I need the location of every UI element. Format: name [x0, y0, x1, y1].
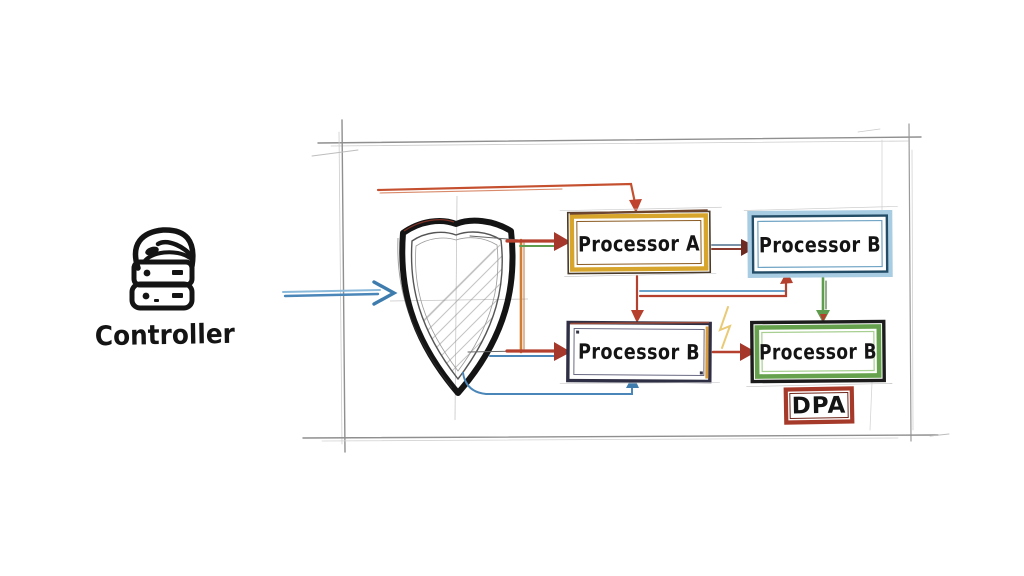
- arrow-shield-to-processor-b-mid: [489, 342, 571, 361]
- processor-b-mid-box: Processor B: [559, 320, 720, 384]
- dpa-box: DPA: [783, 386, 855, 425]
- database-server-icon: [129, 227, 196, 311]
- arrow-shield-to-processor-a: [505, 232, 571, 251]
- processor-b-top-box: Processor B: [743, 206, 898, 279]
- processor-a-label: Processor A: [578, 231, 700, 256]
- arrow-top-feed-to-processor-a: [376, 182, 642, 213]
- controller-label: Controller: [95, 319, 236, 352]
- processor-b-right-label: Processor B: [759, 339, 877, 364]
- processor-b-top-label: Processor B: [759, 233, 881, 258]
- arrow-b-top-to-b-right: [816, 276, 830, 323]
- dpa-label: DPA: [791, 393, 846, 420]
- processor-b-right-box: Processor B: [746, 319, 893, 387]
- system-frame: [302, 119, 950, 453]
- processor-a-box: Processor A: [559, 206, 722, 278]
- controller-input-arrow: [282, 280, 398, 306]
- arrow-b-mid-to-b-right: [711, 343, 756, 361]
- processor-b-mid-label: Processor B: [578, 340, 700, 365]
